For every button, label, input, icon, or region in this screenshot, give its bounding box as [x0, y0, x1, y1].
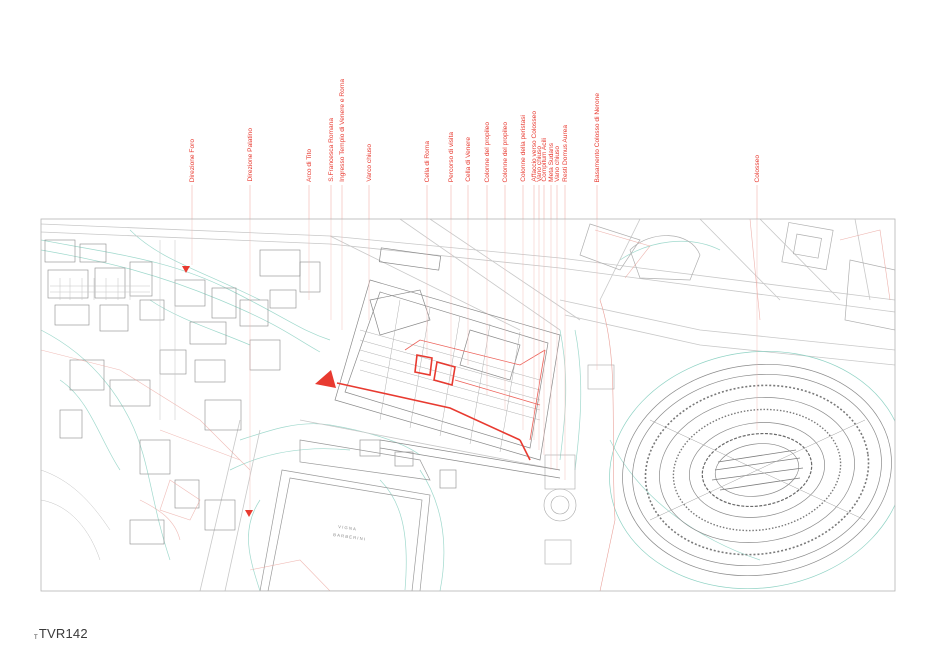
- callout-label-18: Basamento Colosso di Nerone: [593, 92, 601, 182]
- callout-label-6: Cella di Roma: [423, 140, 431, 182]
- callout-label-0: Direzione Foro: [188, 138, 196, 182]
- callout-label-19: Colosseo: [753, 154, 761, 183]
- direction-foro-marker-icon: [182, 266, 190, 273]
- callout-label-17: Resti Domus Aurea: [561, 125, 569, 182]
- map-frame: [40, 218, 896, 592]
- entrance-marker-icon: [315, 370, 336, 388]
- sheet-code: TTVR142: [34, 626, 88, 641]
- callout-label-1: Direzione Palatino: [246, 128, 254, 182]
- callout-label-10: Colonne del propileo: [501, 121, 509, 183]
- direction-palatino-marker-icon: [245, 510, 253, 517]
- callout-label-7: Percorso di visita: [447, 131, 455, 182]
- callout-label-8: Cella di Venere: [464, 137, 472, 182]
- map-label-barberini: BARBERINI: [333, 532, 367, 542]
- sheet-code-text: TVR142: [38, 626, 88, 641]
- sheet-code-prefix: T: [34, 635, 38, 641]
- callout-label-11: Colonne della peristasi: [519, 115, 527, 182]
- leader-lines: [191, 185, 758, 219]
- callout-label-14: Compitum Acili: [540, 138, 548, 182]
- map-label-vigna: VIGNA: [338, 524, 358, 532]
- callout-label-3: S.Francesca Romana: [327, 118, 335, 182]
- callout-label-4: Ingresso Tempio di Venere e Roma: [338, 79, 346, 182]
- callout-label-16: Vano chiuso: [553, 146, 561, 182]
- callout-label-5: Varco chiuso: [365, 144, 373, 182]
- plan-linework: VIGNA BARBERINI: [41, 219, 895, 591]
- callout-label-9: Colonne del propileo: [483, 121, 491, 183]
- leader-lines-map: [191, 219, 758, 510]
- callout-label-2: Arco di Tito: [305, 149, 313, 182]
